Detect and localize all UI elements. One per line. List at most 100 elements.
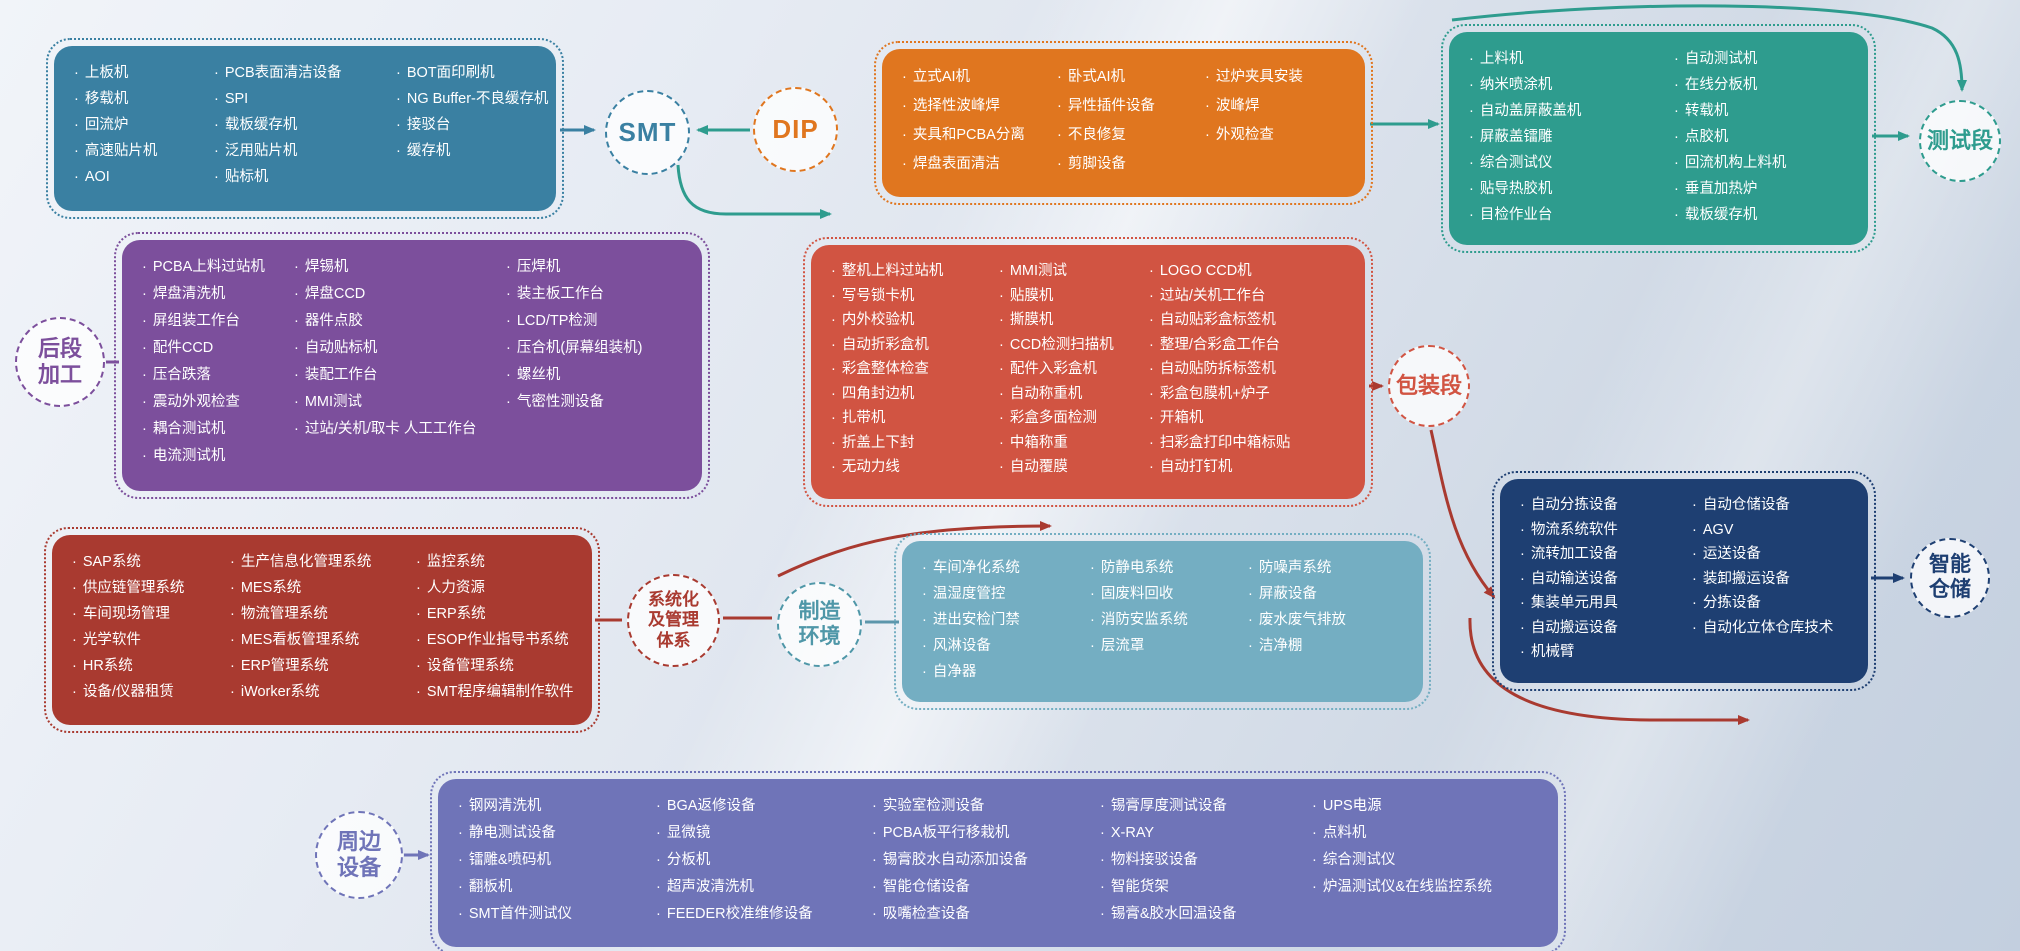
bullet-dot: · [1057, 98, 1062, 114]
equipment-item: ·物料接驳设备 [1100, 847, 1312, 874]
equipment-item-label: 自动分拣设备 [1530, 497, 1618, 513]
equipment-item-label: 整理/合彩盒工作台 [1159, 336, 1280, 353]
equipment-item-label: 智能货架 [1110, 879, 1169, 895]
equipment-item: ·内外校验机 [831, 308, 999, 333]
stage-circle-backend: 后段 加工 [15, 317, 105, 407]
bullet-dot: · [142, 259, 147, 275]
equipment-item: ·X-RAY [1100, 820, 1312, 847]
equipment-item: ·装主板工作台 [506, 281, 682, 308]
equipment-item: ·在线分板机 [1674, 72, 1848, 98]
bullet-dot: · [831, 434, 836, 451]
bullet-dot: · [214, 143, 219, 159]
bullet-dot: · [656, 906, 661, 922]
bullet-dot: · [872, 825, 877, 841]
bullet-dot: · [872, 798, 877, 814]
equipment-item-label: 炉温测试仪&在线监控系统 [1322, 879, 1493, 895]
equipment-item: ·自动搬运设备 [1520, 616, 1692, 641]
equipment-item-label: PCBA板平行移栽机 [882, 825, 1010, 841]
bullet-dot: · [1469, 155, 1474, 171]
bullet-dot: · [656, 798, 661, 814]
equipment-item: ·防噪声系统 [1248, 555, 1403, 581]
equipment-item: ·ERP管理系统 [230, 653, 416, 679]
bullet-dot: · [831, 385, 836, 402]
manufacturing-environment-box: ·车间净化系统·温湿度管控·进出安检门禁·风淋设备·自净器·防静电系统·固废料回… [894, 533, 1431, 710]
bullet-dot: · [902, 69, 907, 85]
equipment-item-label: 压焊机 [516, 259, 561, 275]
equipment-item-label: 不良修复 [1067, 127, 1126, 143]
equipment-item: ·自动打钉机 [1149, 455, 1345, 480]
equipment-item-label: 彩盒整体检查 [841, 361, 929, 377]
equipment-column: ·监控系统·人力资源·ERP系统·ESOP作业指导书系统·设备管理系统·SMT程… [416, 549, 573, 711]
equipment-item: ·钢网清洗机 [458, 793, 656, 820]
equipment-column: ·整机上料过站机·写号锁卡机·内外校验机·自动折彩盒机·彩盒整体检查·四角封边机… [831, 259, 999, 485]
bullet-dot: · [142, 448, 147, 464]
equipment-item-label: 焊盘表面清洁 [912, 156, 1000, 172]
stage-circle-environment: 制造 环境 [777, 582, 862, 667]
equipment-item-label: SPI [224, 91, 249, 107]
equipment-item: ·AGV [1692, 518, 1848, 543]
equipment-item-label: 焊锡机 [304, 259, 349, 275]
equipment-column: ·过炉夹具安装·波峰焊·外观检查 [1205, 63, 1345, 183]
bullet-dot: · [142, 421, 147, 437]
equipment-item: ·折盖上下封 [831, 431, 999, 456]
equipment-item-label: 泛用贴片机 [224, 143, 298, 159]
bullet-dot: · [1090, 612, 1095, 628]
equipment-item-label: 异性插件设备 [1067, 98, 1155, 114]
bullet-dot: · [1520, 521, 1525, 538]
equipment-item: ·吸嘴检查设备 [872, 901, 1100, 928]
stage-circle-test: 测试段 [1919, 100, 2001, 182]
equipment-item: ·自动仓储设备 [1692, 493, 1848, 518]
equipment-item: · PCBA板平行移栽机 [872, 820, 1100, 847]
equipment-item: ·NG Buffer-不良缓存机 [396, 86, 548, 112]
equipment-item-label: 自动贴标机 [304, 340, 378, 356]
equipment-item: ·镭雕&喷码机 [458, 847, 656, 874]
equipment-item-label: 波峰焊 [1215, 98, 1260, 114]
bullet-dot: · [872, 879, 877, 895]
bullet-dot: · [999, 312, 1004, 328]
equipment-column: ·立式AI机·选择性波峰焊·夹具和PCBA分离·焊盘表面清洁 [902, 63, 1057, 183]
bullet-dot: · [1312, 798, 1317, 814]
bullet-dot: · [922, 612, 927, 628]
equipment-item: ·ERP系统 [416, 601, 572, 627]
equipment-item: ·监控系统 [416, 549, 572, 575]
bullet-dot: · [142, 313, 147, 329]
equipment-item: ·压焊机 [506, 254, 682, 281]
bullet-dot: · [922, 560, 927, 576]
stage-circle-packaging: 包装段 [1388, 345, 1470, 427]
bullet-dot: · [831, 263, 836, 279]
equipment-item-label: 防静电系统 [1100, 560, 1174, 576]
bullet-dot: · [999, 263, 1004, 279]
bullet-dot: · [1149, 459, 1154, 475]
stage-label-system: 系统化 及管理 体系 [648, 590, 699, 650]
equipment-item-label: MES看板管理系统 [240, 632, 360, 648]
equipment-item-label: 气密性测设备 [516, 394, 604, 410]
bullet-dot: · [1520, 644, 1525, 660]
equipment-item-label: 贴标机 [224, 169, 269, 185]
equipment-item-label: 自动折彩盒机 [841, 336, 929, 353]
stage-label-warehouse: 智能 仓储 [1929, 553, 1971, 601]
bullet-dot: · [902, 156, 907, 172]
bullet-dot: · [458, 879, 463, 895]
bullet-dot: · [396, 65, 401, 81]
equipment-item: ·上板机 [74, 60, 214, 86]
bullet-dot: · [1149, 287, 1154, 304]
bullet-dot: · [74, 169, 79, 185]
equipment-item-label: ERP管理系统 [240, 658, 329, 674]
bullet-dot: · [74, 91, 79, 107]
arrow-smt-down-right [676, 164, 832, 219]
bullet-dot: · [999, 336, 1004, 353]
equipment-item: ·自动折彩盒机 [831, 333, 999, 358]
equipment-item: ·LCD/TP检测 [506, 308, 682, 335]
bullet-dot: · [230, 632, 235, 648]
bullet-dot: · [294, 259, 299, 275]
stage-label-backend: 后段 加工 [37, 336, 82, 387]
equipment-item: ·撕膜机 [999, 308, 1149, 333]
equipment-item: ·机械臂 [1520, 640, 1692, 665]
equipment-item-label: 四角封边机 [841, 385, 915, 402]
equipment-column: ·上板机·移载机·回流炉·高速贴片机·AOI [74, 60, 214, 197]
equipment-item: ·废水废气排放 [1248, 607, 1403, 633]
equipment-item-label: 屏蔽盖镭雕 [1479, 129, 1553, 145]
equipment-item: ·自动贴彩盒标签机 [1149, 308, 1345, 333]
equipment-item: ·实验室检测设备 [872, 793, 1100, 820]
equipment-item: ·UPS电源 [1312, 793, 1530, 820]
